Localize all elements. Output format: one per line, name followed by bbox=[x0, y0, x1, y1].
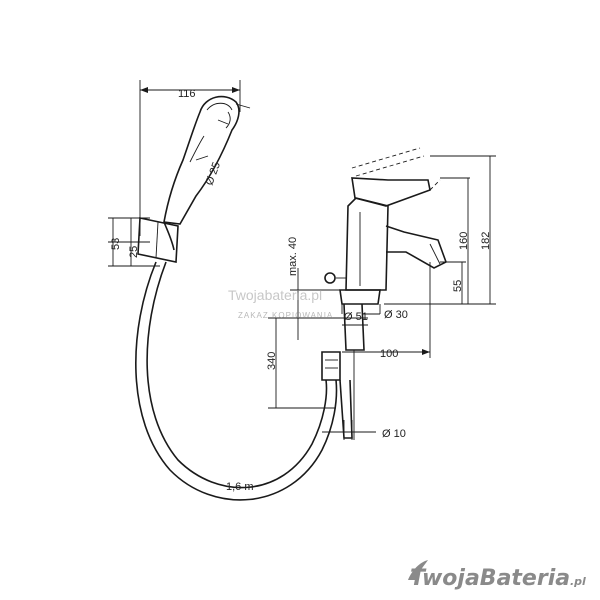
mixer bbox=[324, 147, 447, 440]
hand-shower bbox=[137, 95, 240, 263]
dim-25: 25 bbox=[128, 246, 140, 258]
dim-160: 160 bbox=[458, 232, 470, 250]
logo-suffix: .pl bbox=[570, 575, 586, 588]
dim-diameter-25: Ø 25 bbox=[204, 161, 223, 188]
dim-diameter-30: Ø 30 bbox=[384, 309, 408, 321]
dim-max-40: max. 40 bbox=[287, 237, 299, 276]
dim-diameter-10: Ø 10 bbox=[382, 428, 406, 440]
watermark-site: Twojabateria.pl bbox=[228, 287, 322, 303]
dim-116: 116 bbox=[178, 88, 196, 100]
dim-hose-length: 1,6 m bbox=[226, 481, 254, 493]
dim-340: 340 bbox=[266, 352, 278, 370]
logo: TwojaBateria .pl bbox=[408, 560, 586, 591]
dim-diameter-51: Ø 51 bbox=[344, 311, 368, 323]
dim-182: 182 bbox=[480, 232, 492, 250]
dim-53: 53 bbox=[110, 238, 122, 250]
watermark-notice: ZAKAZ KOPIOWANIA bbox=[238, 311, 333, 320]
dimension-lines bbox=[108, 80, 496, 440]
dim-55: 55 bbox=[452, 280, 464, 292]
logo-brand: TwojaBateria bbox=[410, 566, 570, 591]
logo-drop-icon bbox=[408, 560, 428, 580]
dim-100: 100 bbox=[380, 348, 398, 360]
